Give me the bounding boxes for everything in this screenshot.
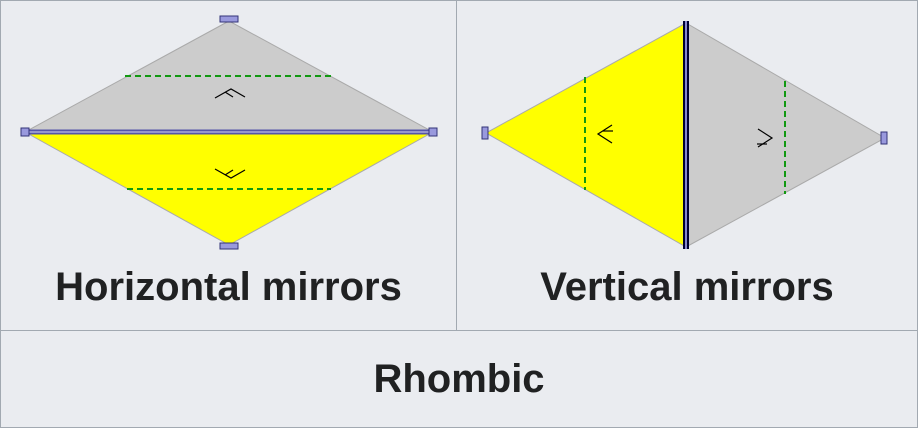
lattice-type-title: Rhombic (373, 357, 545, 401)
upper-motif-glyph (214, 88, 246, 99)
mirror-cap-top (219, 15, 239, 23)
vertical-mirrors-caption: Vertical mirrors (540, 265, 834, 309)
left-motif-glyph (596, 124, 613, 144)
mirror-cap-left (20, 127, 30, 137)
mirror-cap-bottom (219, 242, 239, 250)
right-motif-glyph (757, 128, 774, 148)
mirror-cap-right (880, 131, 888, 145)
left-yellow-region (484, 22, 687, 248)
mirror-cap-right (428, 127, 438, 137)
horizontal-mirrors-caption: Horizontal mirrors (55, 265, 402, 309)
lower-motif-glyph (214, 168, 246, 179)
vertical-mirrors-panel: Vertical mirrors (457, 1, 917, 331)
horizontal-mirrors-panel: Horizontal mirrors (1, 1, 457, 331)
mirror-cap-left (481, 126, 489, 140)
vertical-mirrors-diagram (481, 21, 888, 249)
horizontal-mirrors-diagram (20, 15, 438, 250)
lattice-type-row: Rhombic (1, 331, 917, 427)
